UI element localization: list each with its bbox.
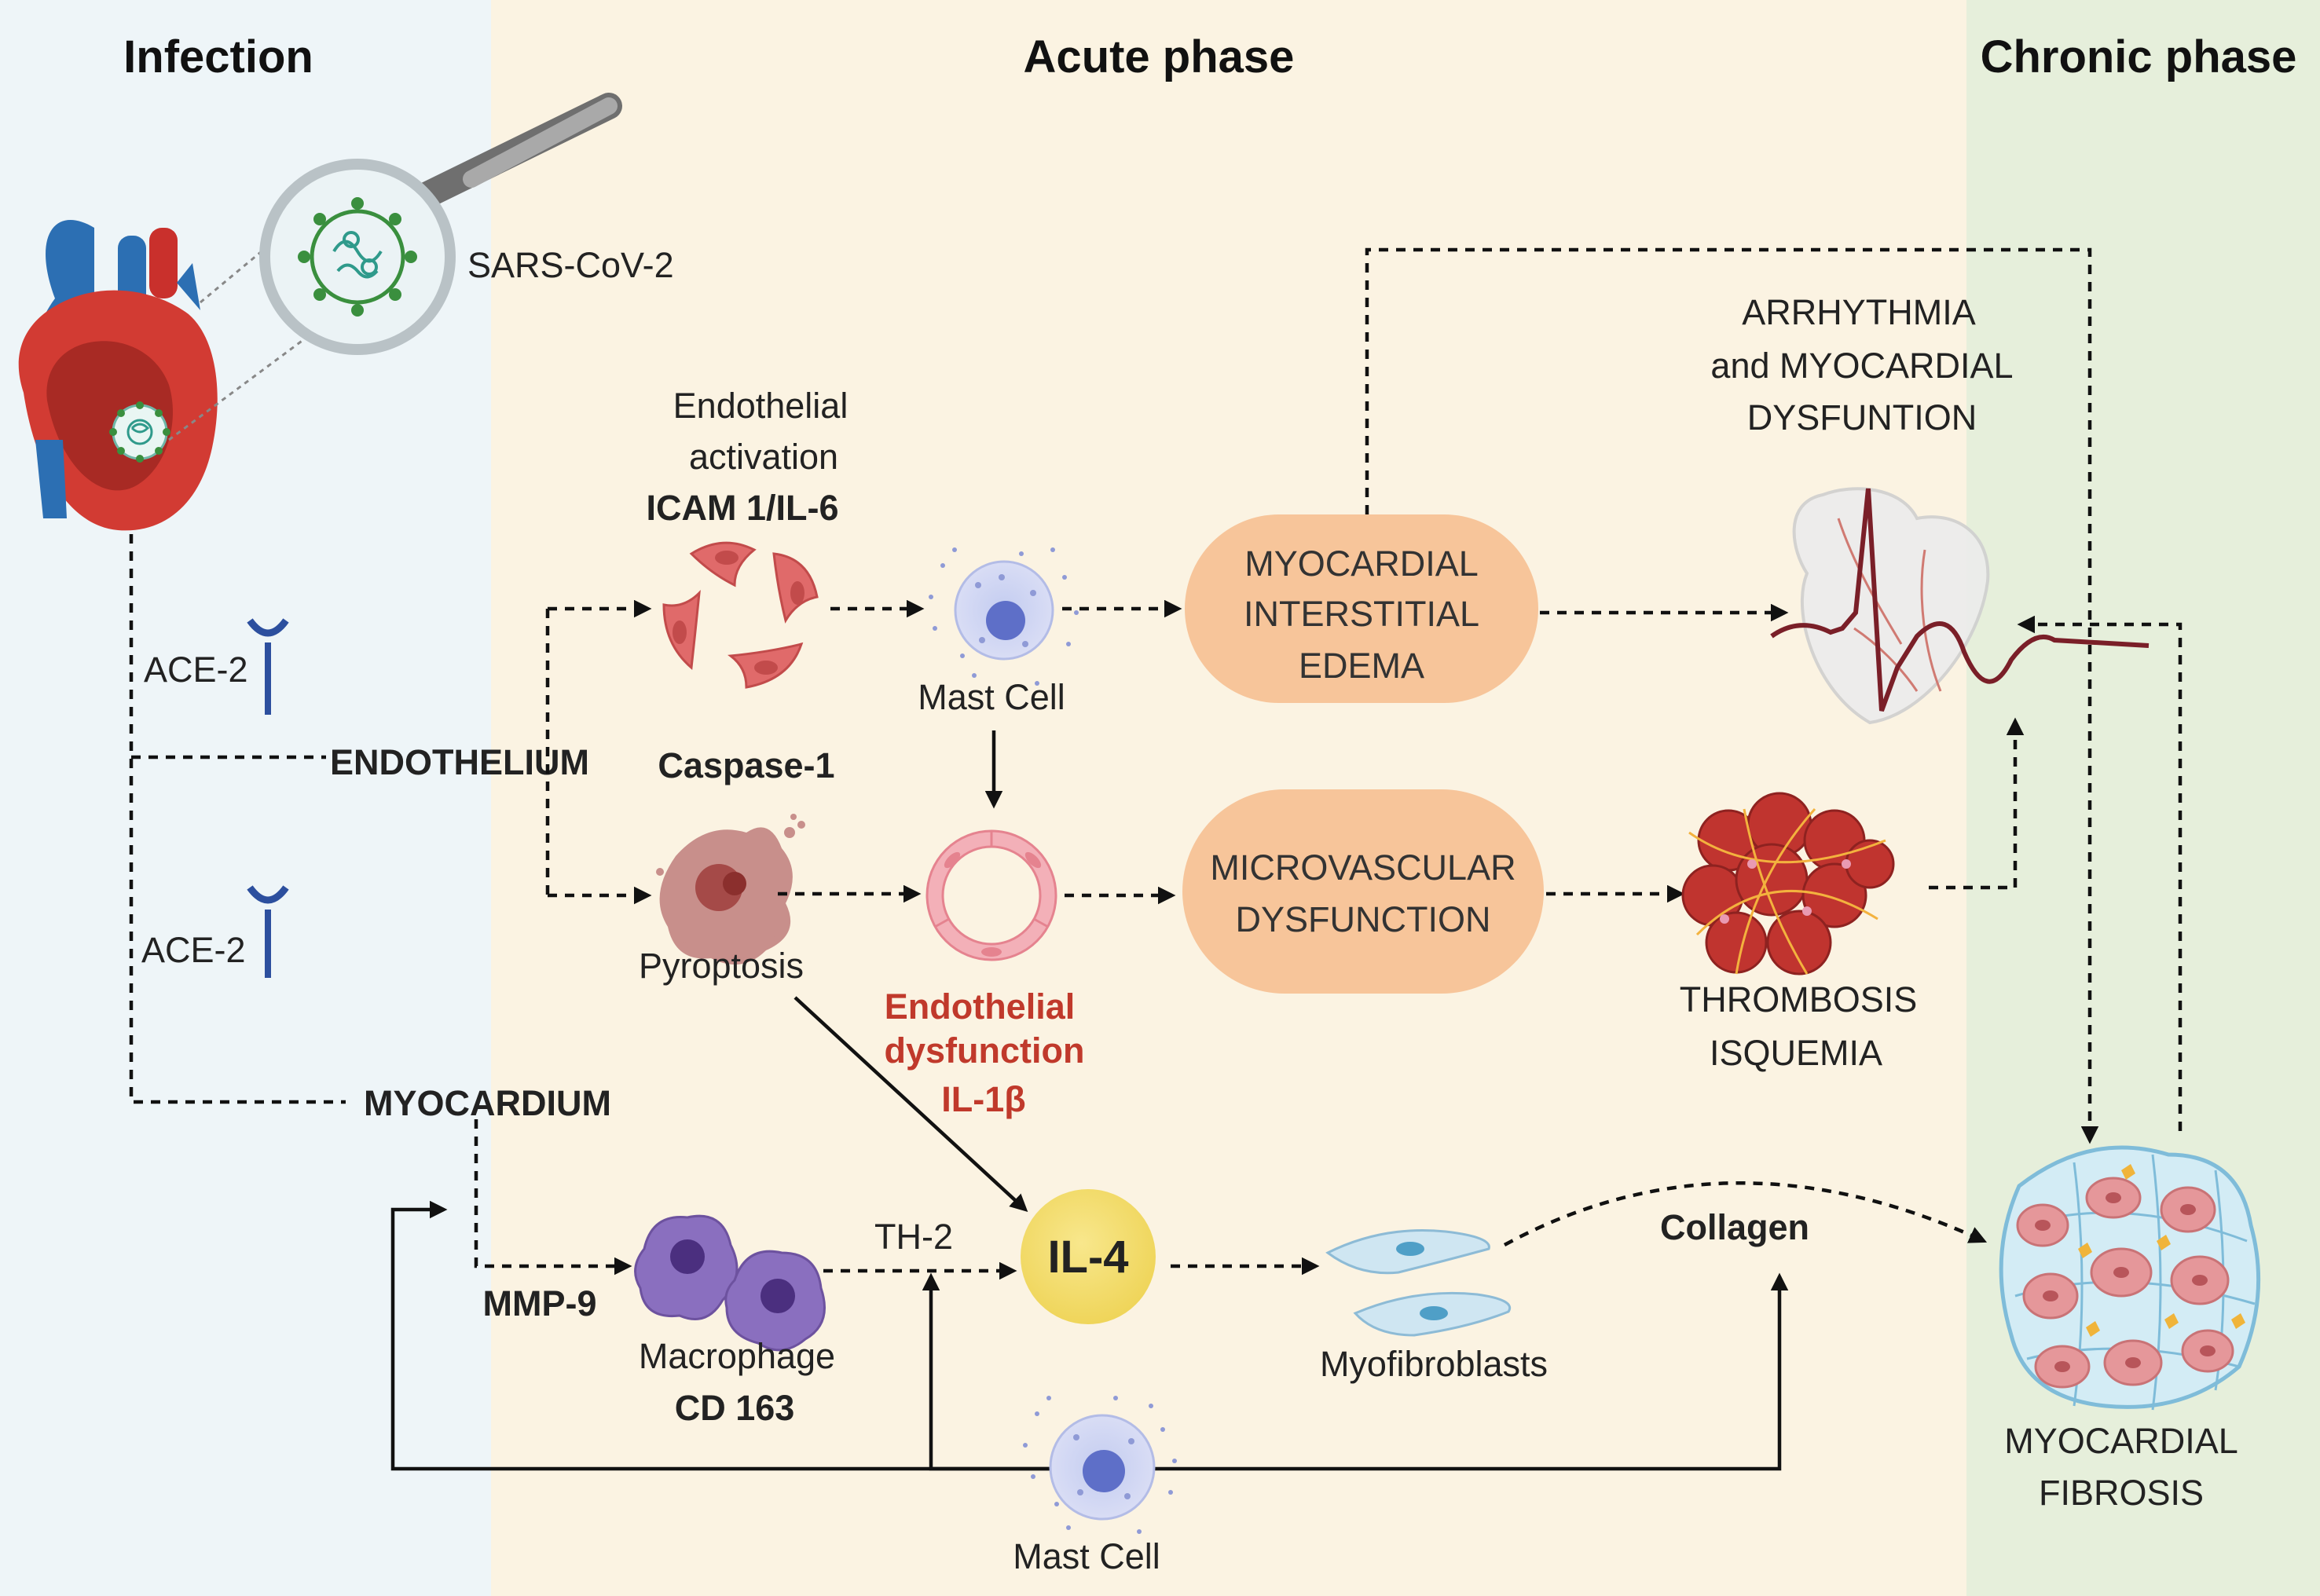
infection-heading: Infection: [123, 31, 313, 82]
myofibroblast-icon: [1325, 1229, 1512, 1337]
pyroptosis-label: Pyroptosis: [639, 946, 804, 986]
edema-to-fibrosis-line: [1365, 247, 2099, 1144]
macrophage-label: Macrophage: [639, 1336, 835, 1376]
arrhythmia-label-1: ARRHYTHMIA: [1742, 292, 1976, 332]
vessel-ring-icon: [925, 829, 1057, 961]
il4-bubble: [1021, 1189, 1156, 1324]
ace2-receptor-icon: [247, 618, 289, 715]
arrow-myofibroblasts-to-fibrosis: [1503, 1181, 1988, 1246]
endothelial-dysfunction-label-1: Endothelial: [885, 987, 1076, 1027]
zoom-line-bottom: [168, 313, 339, 441]
endothelial-activation-label-1: Endothelial: [673, 386, 848, 426]
ace2-label-top: ACE-2: [144, 650, 248, 690]
pyroptotic-cell-icon: [656, 814, 805, 965]
fibrosis-tissue-icon: [1999, 1145, 2261, 1411]
edema-label-2: INTERSTITIAL: [1244, 594, 1479, 634]
arrhythmia-label-2: and MYOCARDIAL: [1710, 346, 2013, 386]
mast-cell-feedback-th2: [922, 1272, 1086, 1471]
infection-spine: [129, 534, 346, 1104]
mast-cell-icon: [929, 547, 1079, 686]
icam-label: ICAM 1/IL-6: [646, 488, 838, 528]
magnifier-icon: [259, 93, 622, 355]
zoom-line-top: [200, 242, 272, 304]
thrombosis-label-1: THROMBOSIS: [1680, 979, 1918, 1019]
microvascular-pill: [1182, 789, 1544, 994]
mmp9-label: MMP-9: [483, 1283, 597, 1323]
endothelium-label: ENDOTHELIUM: [330, 742, 589, 782]
arrow-fibrosis-to-arrhythmia: [2017, 615, 2183, 1131]
endothelial-activation-label-2: activation: [689, 437, 838, 477]
th2-label: TH-2: [874, 1217, 953, 1257]
arrhythmia-label-3: DYSFUNTION: [1747, 397, 1977, 437]
edema-pill: [1185, 514, 1538, 703]
thrombosis-label-2: ISQUEMIA: [1710, 1033, 1882, 1073]
endothelial-dysfunction-label-2: dysfunction: [885, 1030, 1085, 1071]
microvascular-label-2: DYSFUNCTION: [1236, 899, 1491, 939]
fibrosis-label-2: FIBROSIS: [2039, 1473, 2204, 1513]
mast-cell-feedback-collagen: [1088, 1272, 1789, 1471]
acute-phase-heading: Acute phase: [1024, 31, 1295, 82]
ace2-receptor-icon: [247, 885, 289, 978]
macrophage-icon: [634, 1214, 826, 1352]
caspase-label: Caspase-1: [658, 745, 834, 785]
arrow-thrombosis-to-arrhythmia: [1929, 717, 2025, 890]
il4-label: IL-4: [1047, 1232, 1128, 1283]
myocardium-label: MYOCARDIUM: [364, 1083, 611, 1123]
mast-cell-feedback-left: [390, 1200, 1084, 1471]
endothelial-cell-icon: [662, 541, 819, 689]
thrombus-icon: [1681, 792, 1895, 976]
cd163-label: CD 163: [675, 1388, 795, 1428]
heart-icon: [18, 220, 218, 531]
mast-cell-bottom-label: Mast Cell: [1013, 1536, 1160, 1576]
collagen-label: Collagen: [1660, 1207, 1809, 1247]
il1b-label: IL-1β: [941, 1079, 1025, 1119]
ecg-heart-icon: [1770, 487, 2150, 725]
arrow-pyroptosis-to-il4: [793, 996, 1028, 1213]
microvascular-label-1: MICROVASCULAR: [1210, 847, 1516, 888]
ace2-label-bottom: ACE-2: [141, 930, 246, 970]
edema-label-1: MYOCARDIAL: [1244, 544, 1479, 584]
fibrosis-label-1: MYOCARDIAL: [2004, 1421, 2238, 1461]
virus-icon: [298, 197, 417, 317]
mast-cell-icon: [1023, 1396, 1177, 1534]
myocardium-to-macrophage: [474, 1119, 632, 1276]
mast-cell-top-label: Mast Cell: [918, 677, 1065, 717]
myofibroblasts-label: Myofibroblasts: [1320, 1344, 1548, 1384]
chronic-phase-heading: Chronic phase: [1981, 31, 2297, 82]
virus-label: SARS-CoV-2: [467, 245, 674, 285]
edema-label-3: EDEMA: [1299, 646, 1424, 686]
